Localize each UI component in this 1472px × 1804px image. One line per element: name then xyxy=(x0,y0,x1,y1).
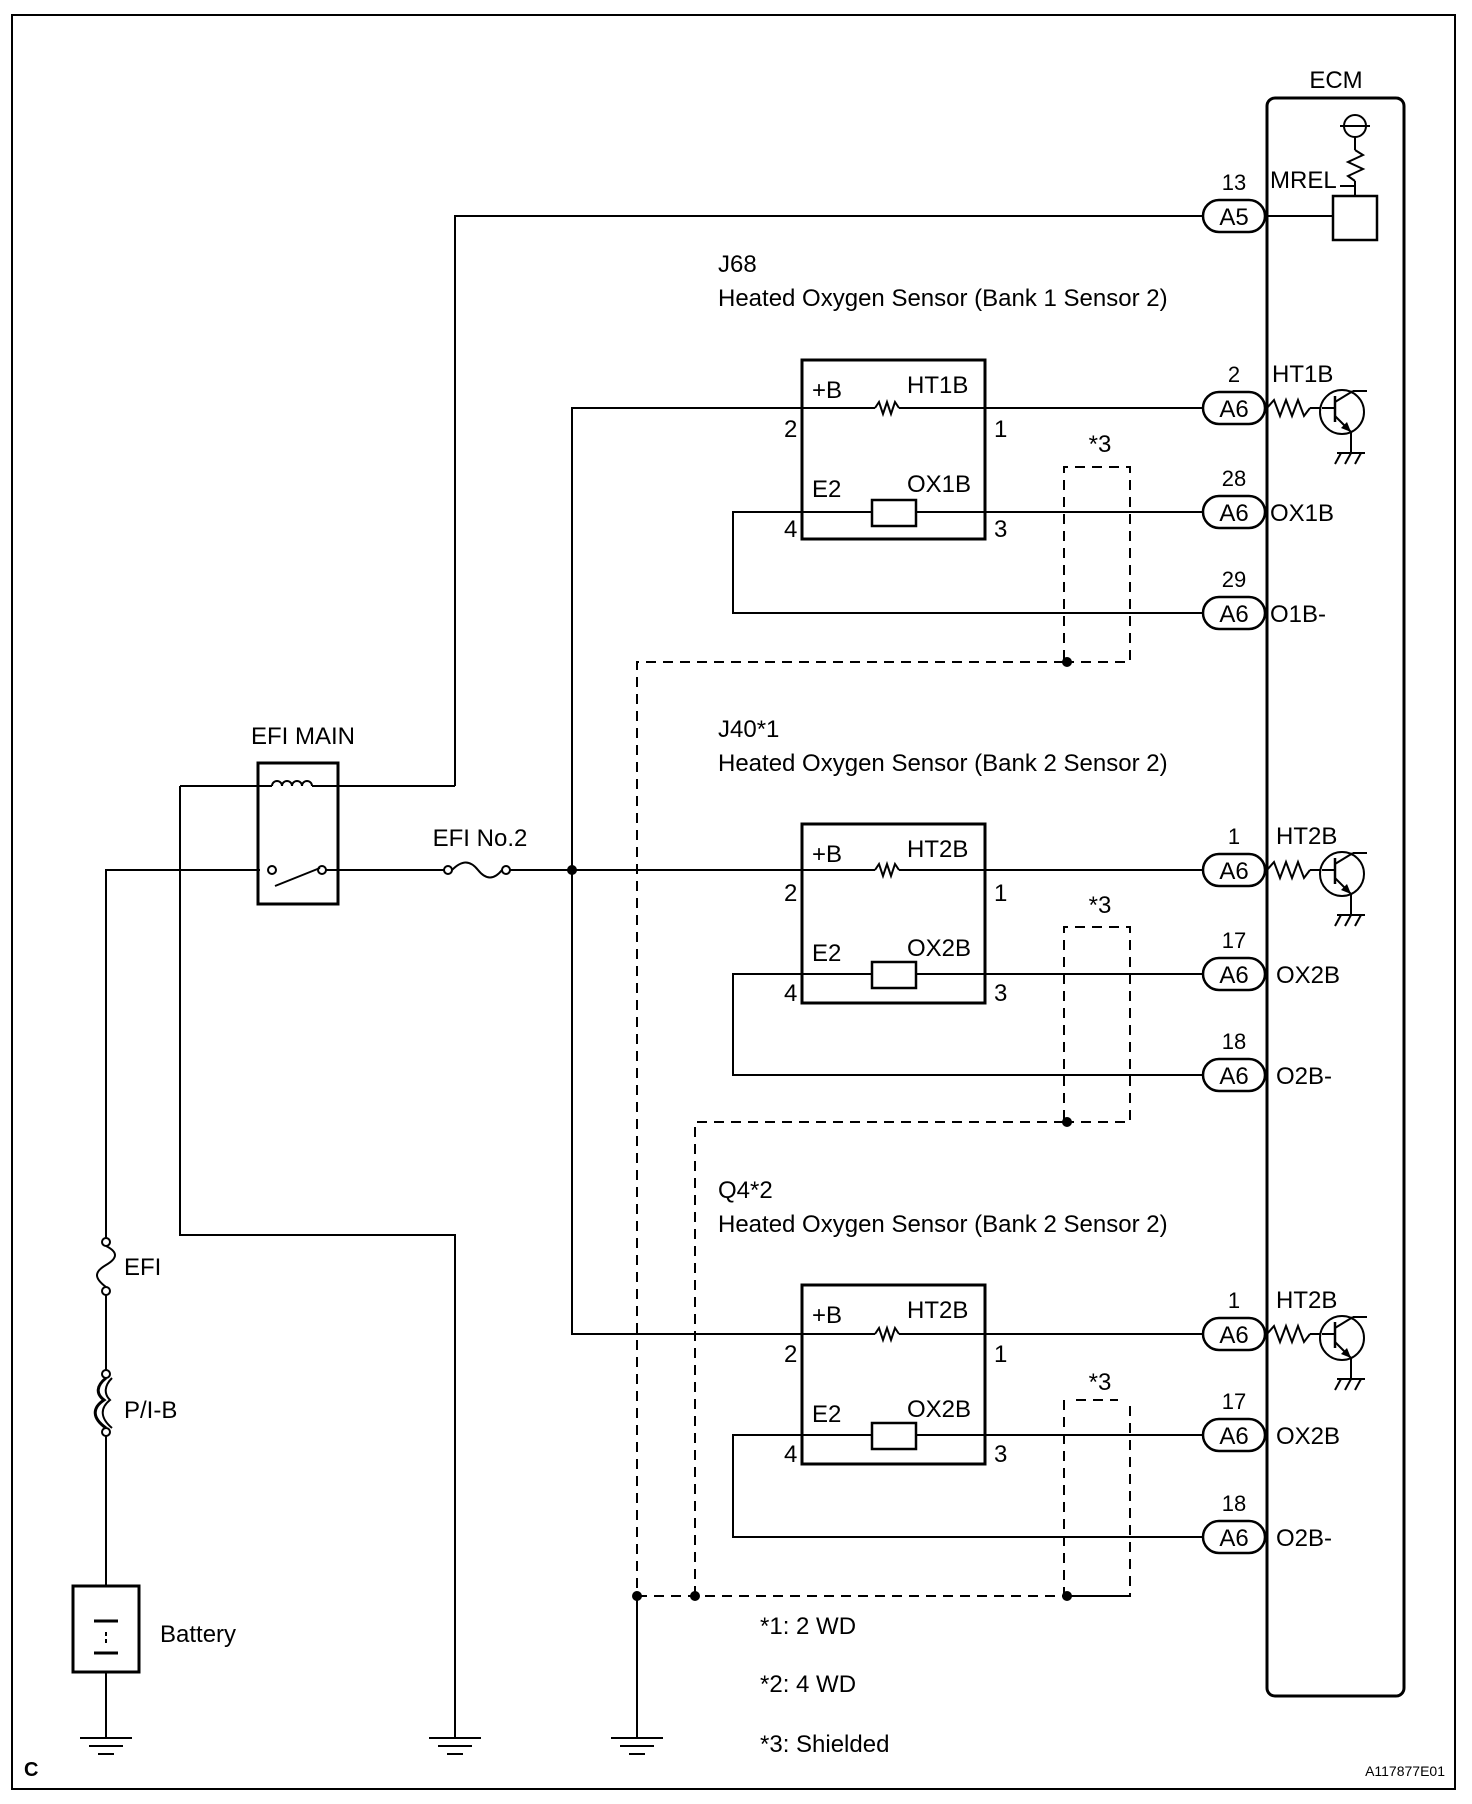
svg-text:2: 2 xyxy=(784,1341,797,1368)
efi-no2-fuse-symbol xyxy=(443,861,802,879)
diagram-frame xyxy=(11,14,1456,1790)
svg-text:+B: +B xyxy=(812,1302,842,1329)
svg-text:4: 4 xyxy=(784,980,797,1007)
efi-no2-label: EFI No.2 xyxy=(433,825,528,852)
svg-text:OX2B: OX2B xyxy=(907,1396,971,1423)
footnote-1: *1: 2 WD xyxy=(760,1613,856,1640)
svg-text:HT2B: HT2B xyxy=(907,1297,968,1324)
ecm-terminal-18: 18 A6 O2B- xyxy=(1201,1029,1332,1093)
svg-text:2: 2 xyxy=(784,416,797,443)
svg-text:A6: A6 xyxy=(1219,1063,1248,1090)
footnote-2: *2: 4 WD xyxy=(760,1671,856,1698)
svg-text:OX1B: OX1B xyxy=(1270,500,1334,527)
svg-text:2: 2 xyxy=(784,880,797,907)
svg-text:HT2B: HT2B xyxy=(1276,823,1337,850)
svg-text:3: 3 xyxy=(994,1441,1007,1468)
ecm-title: ECM xyxy=(1309,67,1362,94)
svg-text:17: 17 xyxy=(1222,1389,1246,1414)
svg-text:28: 28 xyxy=(1222,466,1246,491)
svg-text:4: 4 xyxy=(784,1441,797,1468)
svg-text:HT2B: HT2B xyxy=(907,836,968,863)
svg-text:Heated Oxygen Sensor (Bank 2 S: Heated Oxygen Sensor (Bank 2 Sensor 2) xyxy=(718,1211,1168,1238)
ecm-terminal-18b: 18 A6 O2B- xyxy=(1201,1491,1332,1555)
sensor-q4: Q4*2 Heated Oxygen Sensor (Bank 2 Sensor… xyxy=(718,1177,1203,1597)
ecm-block: ECM MREL xyxy=(1265,67,1406,1698)
svg-text:A6: A6 xyxy=(1219,858,1248,885)
svg-text:+B: +B xyxy=(812,377,842,404)
efi-fuse-label: EFI xyxy=(124,1254,161,1281)
svg-text:1: 1 xyxy=(994,1341,1007,1368)
svg-text:A6: A6 xyxy=(1219,1322,1248,1349)
terminal-connector: A5 xyxy=(1219,204,1248,231)
svg-text:2: 2 xyxy=(1228,362,1240,387)
battery-symbol xyxy=(71,1500,141,1755)
svg-text:O1B-: O1B- xyxy=(1270,601,1326,628)
svg-text:*3: *3 xyxy=(1089,892,1112,919)
pib-fuse-symbol xyxy=(93,1369,113,1500)
svg-text:A6: A6 xyxy=(1219,396,1248,423)
ecm-terminal-2: 2 A6 HT1B xyxy=(1201,361,1369,466)
battery-label: Battery xyxy=(160,1621,236,1648)
svg-text:HT1B: HT1B xyxy=(1272,361,1333,388)
svg-text:Q4*2: Q4*2 xyxy=(718,1177,773,1204)
svg-text:1: 1 xyxy=(1228,824,1240,849)
svg-text:*3: *3 xyxy=(1089,1369,1112,1396)
svg-text:A6: A6 xyxy=(1219,1525,1248,1552)
svg-text:A6: A6 xyxy=(1219,962,1248,989)
mrel-label: MREL xyxy=(1270,167,1337,194)
svg-text:HT1B: HT1B xyxy=(907,372,968,399)
sensor-j68: J68 Heated Oxygen Sensor (Bank 1 Sensor … xyxy=(718,251,1203,663)
ecm-terminal-28: 28 A6 OX1B xyxy=(1201,466,1334,530)
svg-text:4: 4 xyxy=(784,516,797,543)
power-supply: Battery P/I-B EFI xyxy=(71,215,1205,1755)
svg-text:E2: E2 xyxy=(812,940,841,967)
svg-text:E2: E2 xyxy=(812,476,841,503)
svg-text:+B: +B xyxy=(812,841,842,868)
svg-text:3: 3 xyxy=(994,980,1007,1007)
ecm-terminal-1: 1 A6 HT2B xyxy=(1201,823,1369,928)
svg-text:3: 3 xyxy=(994,516,1007,543)
svg-text:1: 1 xyxy=(1228,1288,1240,1313)
svg-text:OX1B: OX1B xyxy=(907,471,971,498)
figure-id: A117877E01 xyxy=(1365,1763,1445,1779)
efi-main-relay xyxy=(180,761,455,906)
efi-main-label: EFI MAIN xyxy=(251,723,355,750)
svg-text:OX2B: OX2B xyxy=(1276,962,1340,989)
shield-ground-network xyxy=(610,657,1130,1755)
svg-text:1: 1 xyxy=(994,880,1007,907)
ecm-terminal-17b: 17 A6 OX2B xyxy=(1201,1389,1340,1453)
sensor-j40: J40*1 Heated Oxygen Sensor (Bank 2 Senso… xyxy=(718,716,1203,1123)
ecm-terminal-13: 13 A5 xyxy=(1201,170,1267,234)
footnote-3: *3: Shielded xyxy=(760,1731,889,1758)
svg-text:O2B-: O2B- xyxy=(1276,1525,1332,1552)
svg-text:A6: A6 xyxy=(1219,601,1248,628)
footnotes: *1: 2 WD *2: 4 WD *3: Shielded xyxy=(760,1613,889,1758)
svg-text:Heated Oxygen Sensor (Bank 2 S: Heated Oxygen Sensor (Bank 2 Sensor 2) xyxy=(718,750,1168,777)
svg-text:OX2B: OX2B xyxy=(1276,1423,1340,1450)
sensor-name: Heated Oxygen Sensor (Bank 1 Sensor 2) xyxy=(718,285,1168,312)
svg-text:1: 1 xyxy=(994,416,1007,443)
corner-label: C xyxy=(24,1759,38,1781)
svg-text:J40*1: J40*1 xyxy=(718,716,779,743)
svg-text:A6: A6 xyxy=(1219,1423,1248,1450)
pib-label: P/I-B xyxy=(124,1397,177,1424)
svg-text:18: 18 xyxy=(1222,1029,1246,1054)
terminal-pin: 13 xyxy=(1222,170,1246,195)
ecm-terminal-17: 17 A6 OX2B xyxy=(1201,928,1340,992)
sensor-code: J68 xyxy=(718,251,757,278)
svg-text:*3: *3 xyxy=(1089,431,1112,458)
ecm-terminal-1b: 1 A6 HT2B xyxy=(1201,1287,1369,1392)
svg-text:29: 29 xyxy=(1222,567,1246,592)
svg-text:OX2B: OX2B xyxy=(907,935,971,962)
svg-text:E2: E2 xyxy=(812,1401,841,1428)
svg-text:HT2B: HT2B xyxy=(1276,1287,1337,1314)
svg-text:A6: A6 xyxy=(1219,500,1248,527)
svg-text:O2B-: O2B- xyxy=(1276,1063,1332,1090)
svg-text:17: 17 xyxy=(1222,928,1246,953)
ecm-terminal-29: 29 A6 O1B- xyxy=(1201,567,1326,631)
svg-text:18: 18 xyxy=(1222,1491,1246,1516)
